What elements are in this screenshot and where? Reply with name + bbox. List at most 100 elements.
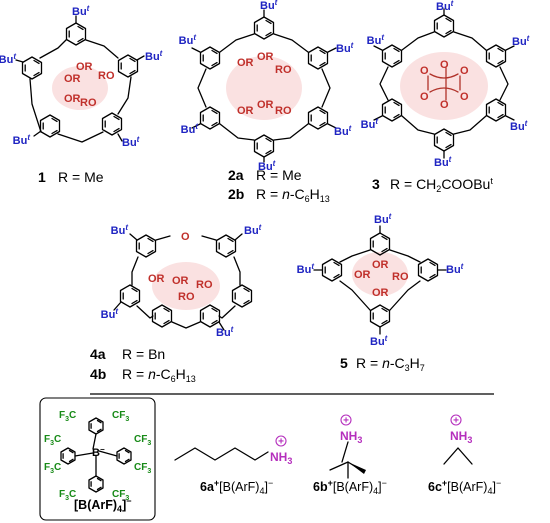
alkoxy-label: OR <box>237 105 254 117</box>
positive-charge-icon <box>340 414 352 426</box>
svg-text:6b+[B(ArF)4]−: 6b+[B(ArF)4]− <box>313 478 387 496</box>
trifluoromethyl-label: CF3 <box>112 489 129 502</box>
bond <box>329 461 349 471</box>
alkoxy-label: OR <box>354 269 371 281</box>
caption-2a: 2a R = Me <box>228 167 302 183</box>
aryl-ring-4 <box>39 114 61 138</box>
aryl-ring-6 <box>199 46 221 70</box>
ether-oxygen: O <box>440 99 449 111</box>
alkoxy-label: OR <box>237 57 254 69</box>
anion-label: [B(ArF)4]− <box>74 496 132 514</box>
bond <box>234 233 243 241</box>
ether-oxygen: O <box>460 91 469 103</box>
bond <box>98 450 118 457</box>
crown-linker <box>429 87 459 93</box>
tert-butyl-label: But <box>336 41 354 55</box>
bond <box>15 59 24 63</box>
aryl-ring-3 <box>119 284 141 308</box>
alkoxy-label: RO <box>275 105 292 117</box>
aryl-ring-3 <box>369 304 391 328</box>
bond <box>339 249 371 263</box>
positive-charge-icon <box>450 414 462 426</box>
aryl-ring-4 <box>433 128 455 152</box>
salt-6a-structure: NH3 + <box>174 435 292 466</box>
aryl-ring-6 <box>199 304 221 328</box>
trifluoromethyl-label: CF3 <box>134 434 151 447</box>
bond <box>273 33 309 53</box>
salt-6b-structure: NH3+ <box>329 414 366 479</box>
trifluoromethyl-label: F3C <box>44 462 61 475</box>
trifluoromethyl-label: F3C <box>59 410 76 423</box>
alkoxy-label: OR <box>372 259 389 271</box>
ammonium-group: NH3 <box>450 429 472 445</box>
aryl-ring-1 <box>433 14 455 38</box>
aryl-ring-2 <box>485 44 507 68</box>
caption-1: 1 R = Me <box>38 169 104 185</box>
bond <box>373 45 383 51</box>
bond <box>218 305 236 319</box>
bond <box>373 115 383 121</box>
aryl-ring-1 <box>135 234 157 258</box>
caption-4b: 4b R = n-C6H13 <box>90 366 196 384</box>
bond <box>29 78 42 133</box>
bond <box>389 249 421 263</box>
svg-text:6a+[B(ArF)4]−: 6a+[B(ArF)4]− <box>200 478 273 496</box>
svg-text:4b: 4b <box>90 366 106 382</box>
bond <box>505 115 515 121</box>
trifluoromethyl-label: CF3 <box>134 462 151 475</box>
svg-text:2b: 2b <box>228 186 244 202</box>
tert-butyl-label: But <box>367 33 385 47</box>
bond <box>92 433 97 450</box>
alkoxy-label: OR <box>257 51 274 63</box>
tert-butyl-label: But <box>101 307 119 321</box>
svg-text:R = n-C3H7: R = n-C3H7 <box>356 355 425 373</box>
bond <box>174 447 269 461</box>
bridge-oxygen: O <box>181 231 190 243</box>
tert-butyl-label: But <box>179 33 197 47</box>
caption-4a: 4a R = Bn <box>90 346 165 362</box>
tert-butyl-label: But <box>512 34 530 48</box>
crown-linker <box>429 73 459 79</box>
svg-text:R = CH2COOBut: R = CH2COOBut <box>390 176 493 194</box>
bond <box>499 66 509 101</box>
aryl-ring-1 <box>65 22 87 46</box>
ammonium-group: NH3 <box>270 450 292 466</box>
svg-text:2a: 2a <box>228 167 244 183</box>
tert-butyl-label: But <box>181 122 199 136</box>
alkoxy-label: OR <box>64 93 81 105</box>
tert-butyl-label: But <box>0 52 16 66</box>
plus-sign: + <box>278 437 284 448</box>
tert-butyl-label: But <box>361 117 379 131</box>
bond <box>453 115 487 135</box>
tert-butyl-label: But <box>510 119 528 133</box>
salt-6a-label: 6a+[B(ArF)4]− <box>200 478 273 496</box>
svg-text:5: 5 <box>340 355 348 371</box>
bond <box>117 76 132 115</box>
bond <box>379 66 389 101</box>
bond <box>219 123 255 141</box>
aryl-ring-5 <box>21 56 43 80</box>
bond <box>443 447 473 465</box>
bond <box>33 130 42 137</box>
aryl-ring-4 <box>253 134 275 158</box>
trifluoromethyl-label: CF3 <box>112 410 129 423</box>
bond <box>321 68 331 108</box>
ether-oxygen: O <box>420 65 429 77</box>
bond <box>401 31 435 51</box>
bond <box>505 45 515 51</box>
aryl-ring-2 <box>117 54 139 78</box>
bond <box>39 39 67 59</box>
tert-butyl-label: But <box>370 334 388 348</box>
bond <box>57 131 104 143</box>
alkoxy-label: OR <box>372 287 389 299</box>
svg-text:3: 3 <box>372 176 380 192</box>
svg-text:R = Bn: R = Bn <box>122 346 165 362</box>
svg-text:4a: 4a <box>90 346 106 362</box>
alkoxy-label: RO <box>178 291 195 303</box>
tert-butyl-label: But <box>436 0 454 13</box>
aryl-ring-2 <box>417 258 439 282</box>
alkoxy-label: RO <box>275 64 292 76</box>
